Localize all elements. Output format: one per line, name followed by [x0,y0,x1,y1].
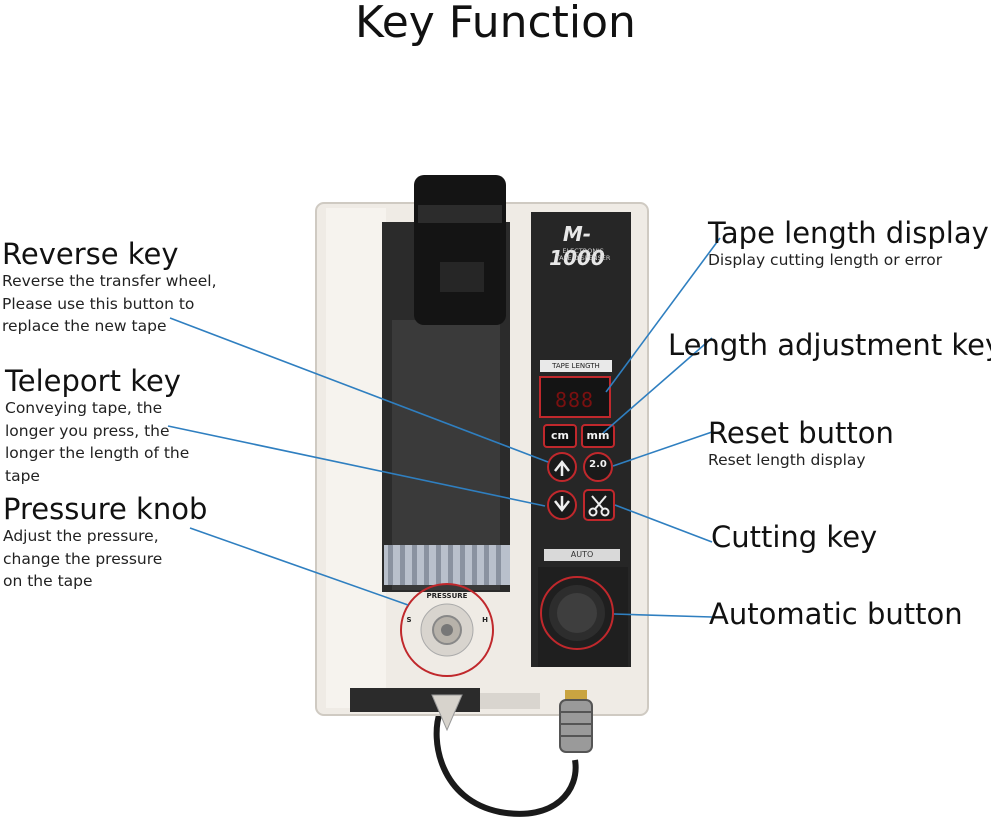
label-heading: Reverse key [2,237,179,271]
label-length-adjustment-key: Length adjustment key [668,329,991,361]
scissors-icon [588,495,610,517]
pressure-knob-label: PRESSURE [426,592,468,600]
label-pressure-knob: Pressure knob Adjust the pressure, chang… [3,493,207,593]
cm-key [543,424,577,448]
cutter-blade [431,694,463,732]
tape-length-tag: TAPE LENGTH [540,360,612,372]
reset-key [583,452,613,482]
cm-key-label[interactable]: cm [551,429,569,442]
length-display-value: 888 [554,388,595,412]
label-cutting-key: Cutting key [711,521,877,553]
feed-rollers [384,545,510,585]
tape-roll [414,175,506,325]
auto-ring [540,576,614,650]
brand-logo: M-1000 [549,222,605,270]
pressure-soft-label: S [406,616,412,624]
label-line: Conveying tape, the [5,399,163,417]
reset-key-label[interactable]: 2.0 [589,459,607,470]
callout-line-adjust [602,337,713,434]
label-line: Reverse the transfer wheel, [2,272,217,290]
brand-subtitle: ELECTRONIC TAPE DISPENSER [555,247,611,262]
label-automatic-button: Automatic button [709,598,963,630]
label-line: Please use this button to [2,294,195,313]
power-cable [433,710,579,817]
callout-lines [167,237,721,618]
label-line: Reset length display [708,451,866,469]
label-line: Display cutting length or error [708,251,943,269]
auto-tag: AUTO [544,549,620,561]
label-heading: Cutting key [711,520,878,554]
label-line: change the pressure [3,549,163,568]
label-heading: Automatic button [709,597,963,631]
label-line: longer the length of the [5,444,190,462]
mm-key-label[interactable]: mm [586,429,610,442]
callout-line-teleport [167,425,546,507]
pressure-ring [400,583,494,677]
label-line: replace the new tape [2,317,167,335]
label-tape-length-display: Tape length display Display cutting leng… [708,217,989,272]
callout-line-auto [613,613,713,618]
label-teleport-key: Teleport key Conveying tape, the longer … [5,365,189,487]
callout-line-display [605,237,721,393]
label-heading: Pressure knob [3,492,208,526]
label-heading: Teleport key [5,364,181,398]
label-line: Adjust the pressure, [3,527,159,545]
callout-line-pressure [189,527,409,606]
pressure-hard-label: H [482,616,488,624]
power-connector [559,699,593,753]
label-heading: Reset button [708,416,894,450]
callout-line-reverse [169,317,549,463]
label-heading: Tape length display [708,216,989,250]
callout-line-reset [612,431,713,467]
label-line: tape [5,466,40,485]
label-reset-button: Reset button Reset length display [708,417,894,472]
label-line: on the tape [3,572,93,590]
callout-line-cutting [614,504,713,543]
page-title: Key Function [355,0,636,48]
label-line: longer you press, the [5,421,170,440]
label-heading: Length adjustment key [668,328,991,362]
label-reverse-key: Reverse key Reverse the transfer wheel, … [2,238,217,338]
display-frame [539,376,611,418]
